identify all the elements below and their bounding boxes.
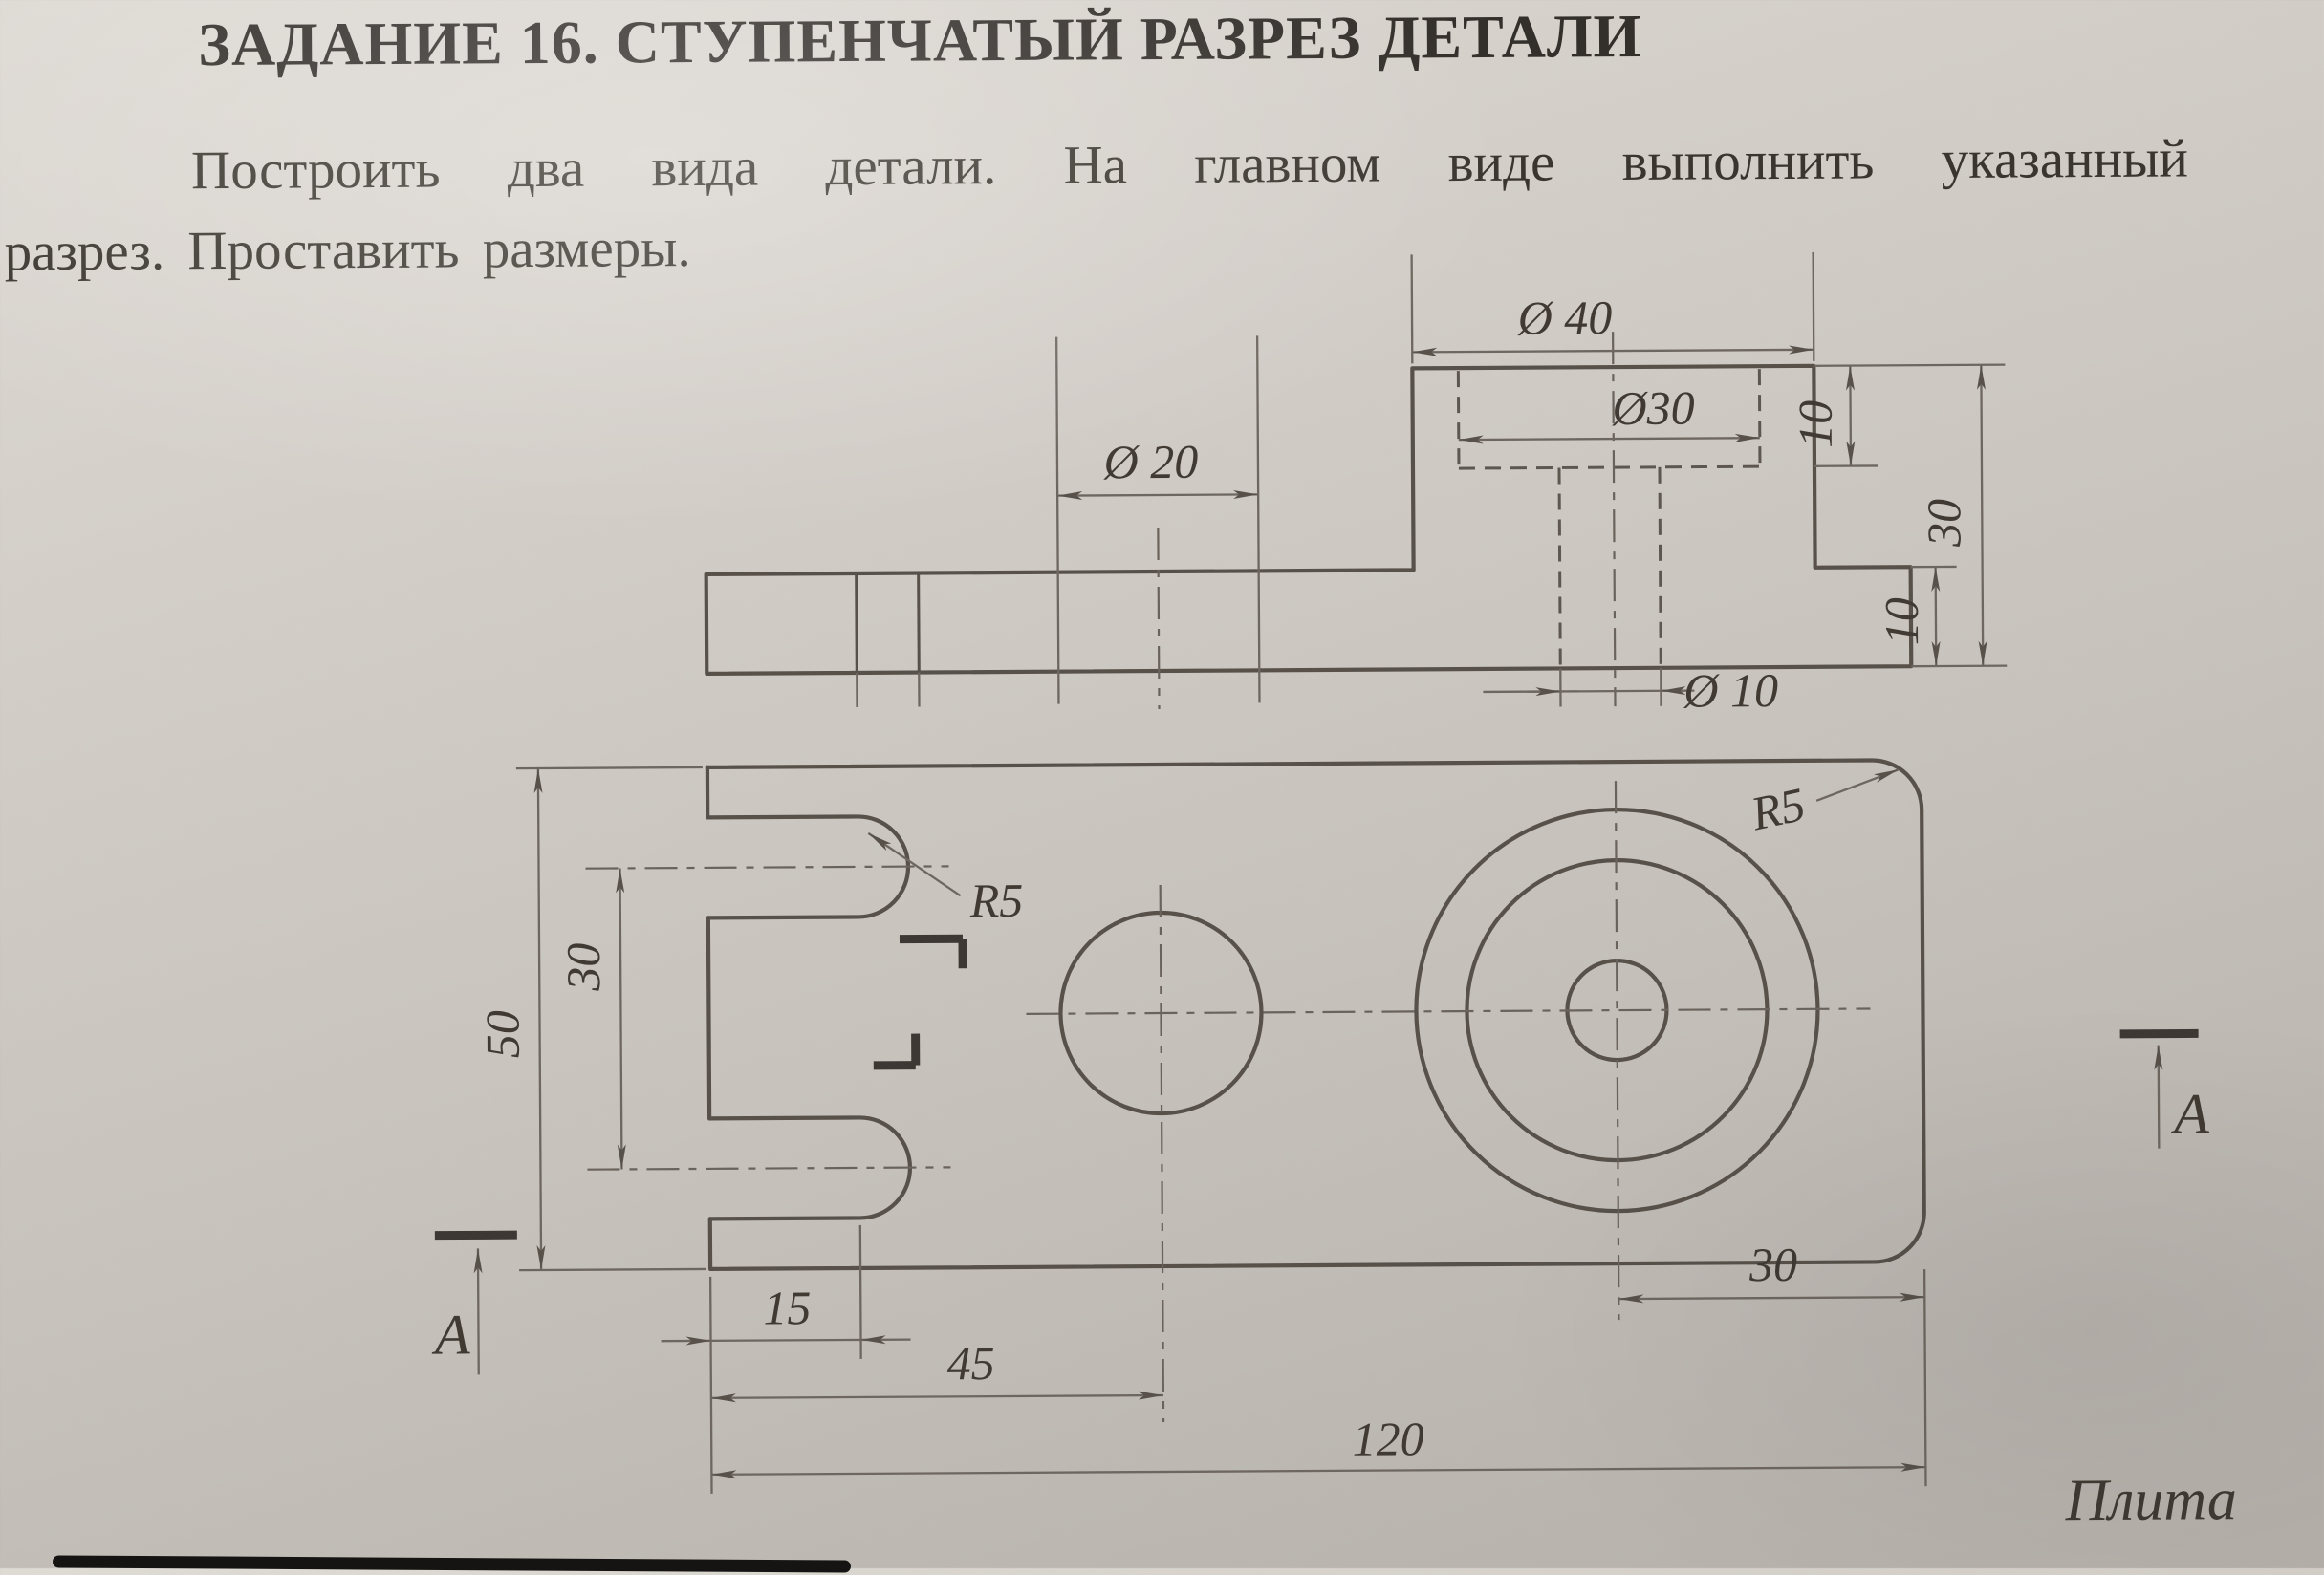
front-view-dimensions: Ø 40 Ø30 10 30 10 Ø 20 [1056, 251, 2008, 722]
dim-plate-thickness: 10 [1875, 597, 1928, 645]
hole20-edge-left [1056, 337, 1058, 704]
dim-counterbore-depth: 10 [1789, 400, 1842, 448]
counterbore-bottom [1459, 466, 1760, 468]
dim-dia10: Ø 10 [1683, 663, 1778, 718]
plan-view-geometry [707, 760, 1924, 1269]
cutting-plane-mark-left [435, 1235, 517, 1236]
dim-dia20: Ø 20 [1102, 435, 1198, 489]
hole10-edge-right [1660, 467, 1661, 668]
section-arrow-right: A [2120, 1033, 2210, 1149]
dim-total-height: 30 [1917, 499, 1970, 548]
front-view: Ø 40 Ø30 10 30 10 Ø 20 [705, 251, 2008, 723]
front-view-geometry [705, 330, 1911, 712]
label-r5-slot: R5 [969, 874, 1024, 927]
label-r5-corner: R5 [1746, 777, 1810, 841]
section-arrow-left: A [430, 1235, 518, 1375]
section-cut-step-marks [873, 939, 964, 1066]
slot-edge-front-1 [857, 573, 858, 673]
view-direction-arrow-left [478, 1248, 479, 1374]
section-label-left: A [431, 1303, 470, 1366]
cutting-plane-mark-right [2120, 1033, 2199, 1034]
dim-plate-length: 120 [1353, 1412, 1424, 1465]
dim-slot-depth: 15 [763, 1281, 811, 1334]
counterbore-edge-right [1759, 369, 1760, 466]
dim-hole-offset: 45 [947, 1336, 995, 1390]
slot-edge-front-2 [919, 573, 920, 673]
view-direction-arrow-right [2159, 1046, 2160, 1149]
hole20-centerline [1158, 528, 1159, 709]
counterbore-edge-left [1458, 371, 1459, 468]
plate-outline [707, 760, 1924, 1269]
dim-dia40: Ø 40 [1517, 291, 1613, 345]
plate-left-edge [707, 767, 710, 1269]
part-name-caption: Плита [2064, 1467, 2237, 1533]
dim-plate-width: 50 [475, 1010, 529, 1058]
dim-slot-centers: 30 [556, 943, 610, 992]
section-label-right: A [2170, 1082, 2209, 1145]
hole20-edge-right [1257, 335, 1259, 702]
dim-dia30: Ø30 [1611, 381, 1694, 436]
plan-view: 50 30 15 45 120 30 [474, 760, 1926, 1495]
front-outline [705, 365, 1911, 674]
hole10-edge-left [1559, 467, 1560, 668]
dim-boss-offset: 30 [1748, 1238, 1797, 1291]
